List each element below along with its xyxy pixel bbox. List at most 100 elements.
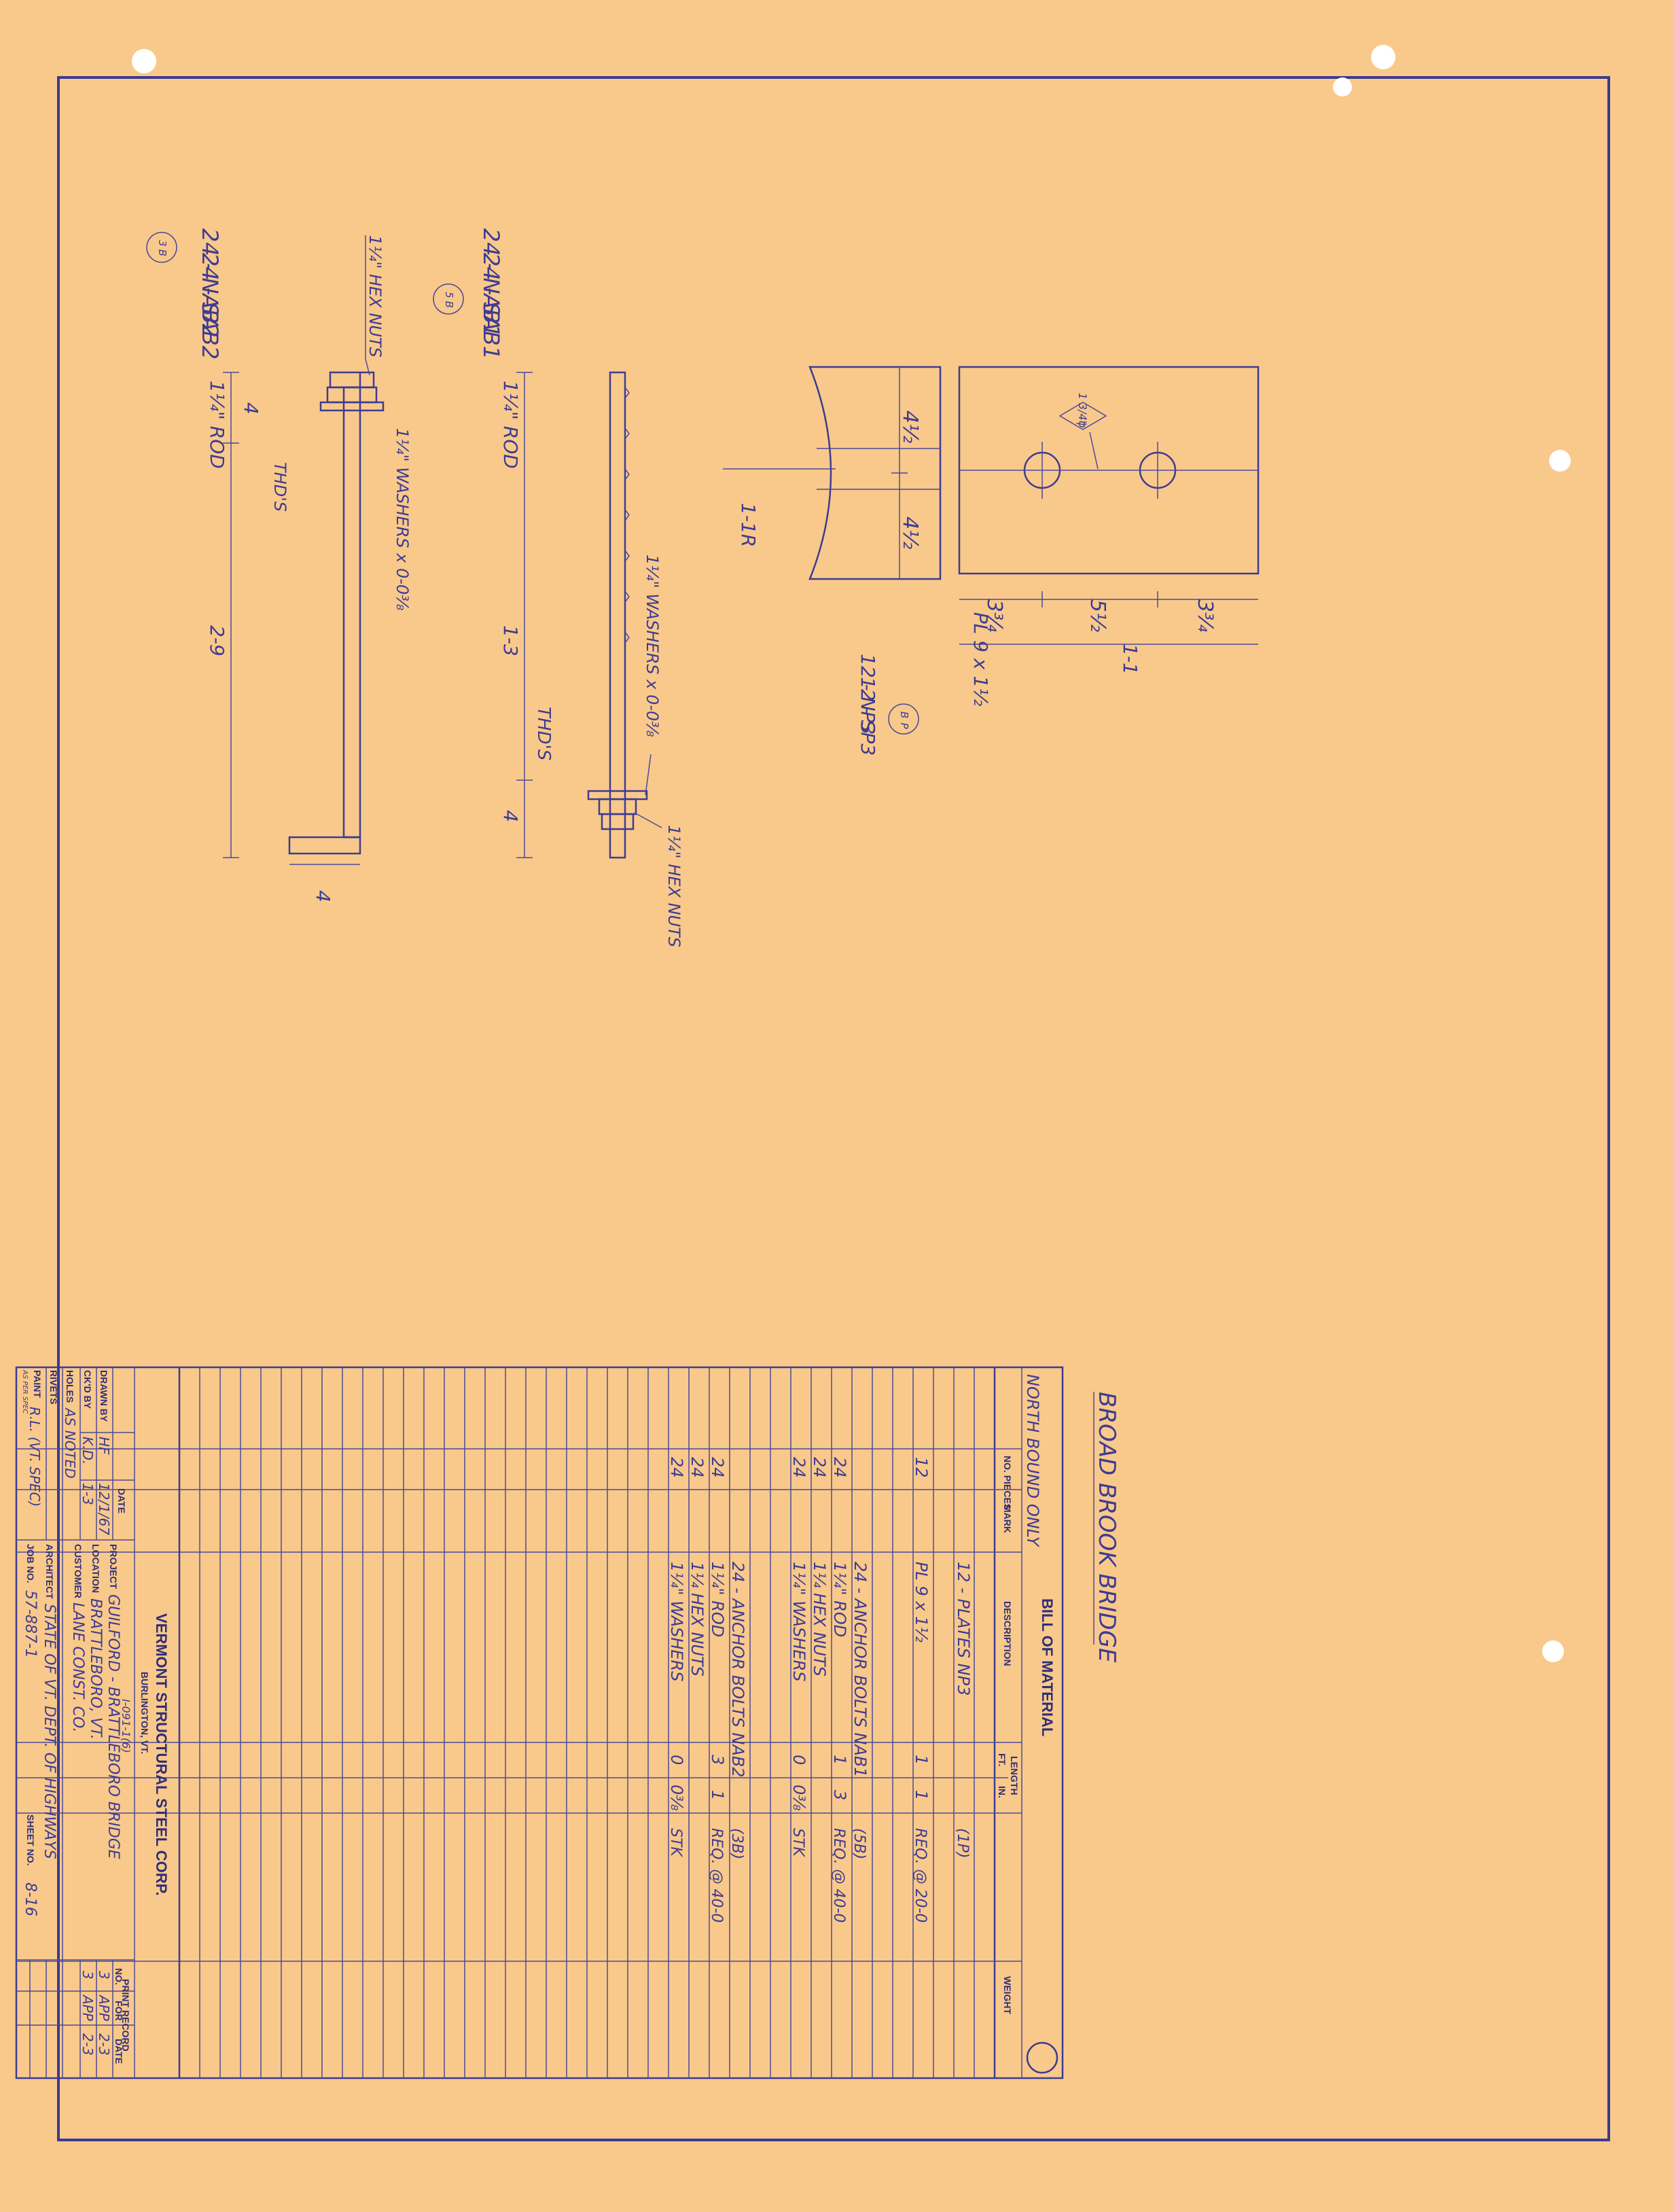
print-record-no: 3 [96,1971,112,1980]
paint-label: PAINT [32,1370,43,1398]
tape-mark [1333,77,1352,96]
bom-desc: 24 - ANCHOR BOLTS NAB1 [851,1562,870,1778]
bom-note: REQ. @ 40-0 [830,1828,847,1923]
plate-dim-hole-spacing: 5½ [1086,599,1109,632]
ckd-by-label: CK'D BY [82,1370,93,1409]
project-note-text: BROAD BROOK BRIDGE [1093,1392,1120,1663]
hooked-bolt-length: 2-9 [206,625,228,656]
plate-dim-height-bottom: 4½ [898,516,922,549]
hooked-bolt-detail-ref-letter: B [156,249,168,256]
hooked-bolt-hook: 4 [312,890,334,902]
bom-row: 24 1¼" WASHERS 0 0⅜ STK [789,1457,808,1857]
bom-header-ft: FT. [997,1753,1008,1766]
punch-hole [1542,1640,1564,1662]
print-record-date: 2-3 [79,2033,96,2056]
bom-subtitle: NORTH BOUND ONLY [1023,1374,1042,1548]
rod-deformations [624,387,630,644]
bom-row: 24 1¼" ROD 1 3 REQ. @ 40-0 [830,1457,849,1923]
hooked-bolt-washer-label: 1¼" WASHERS x 0-0⅜ [393,428,412,610]
bom-note: STK [789,1828,806,1857]
bom-in: 0⅜ [667,1785,686,1811]
bom-header-weight: WEIGHT [1002,1976,1013,2014]
plate-mark-south: 12 - SP3 [857,677,879,756]
hooked-bolt-detail-ref-num: 3 [156,240,168,247]
project: GUILFORD - BRATTLEBORO BRIDGE [105,1594,122,1859]
bom-desc: 1¼" ROD [830,1562,849,1637]
bom-row: 24 - ANCHOR BOLTS NAB1 (5B) [851,1562,870,1859]
bom-note: REQ. @ 40-0 [708,1828,725,1923]
bom-no: 24 [688,1457,707,1478]
bom-desc: 24 - ANCHOR BOLTS NAB2 [728,1562,747,1778]
punch-hole [1549,450,1571,472]
sheet-number: 8-16 [22,1882,39,1916]
bom-desc: PL 9 x 1½ [912,1562,931,1643]
customer-label: CUSTOMER [73,1544,84,1598]
print-record: PRINT RECORD NO. FOR DATE 3 APP 2-3 3 AP… [16,1960,135,2078]
hooked-anchor-bolt-detail: 4 1¼" ROD 2-9 4 THD'S 1¼" WASHERS x 0-0⅜… [146,228,412,902]
print-record-no-label: NO. [113,1968,124,1985]
ckd-by: K.D. [79,1437,96,1464]
paint: R.L. (VT. SPEC) [26,1407,43,1507]
bom-in: 1 [912,1790,931,1800]
bom-ft: 1 [912,1755,931,1765]
bolt-washer [587,790,648,801]
project-note: BROAD BROOK BRIDGE [1093,1392,1120,1663]
straight-bolt-rod: 1¼" ROD [499,381,522,469]
plate-detail-ref-num: P [898,722,910,729]
rivets-label: RIVETS [48,1370,59,1405]
nut-leader [365,358,370,376]
bom-no: 24 [667,1457,686,1478]
hole-note-line2: φ [1076,421,1089,428]
bom-note: (5B) [851,1828,868,1859]
hooked-bolt-thread-length: 4 [240,402,262,415]
tape-mark [1371,45,1395,69]
nut-leader [634,812,662,828]
print-record-date-label: DATE [113,2039,124,2064]
bom-in: 3 [830,1790,849,1800]
plate-size: PL 9 x 1½ [969,612,992,707]
section-callout: 1-1R [737,503,760,547]
bom-in: 1 [708,1790,727,1800]
paint-small: AS PER SPEC [21,1369,29,1414]
drawn-date: 12/1/67 [96,1483,112,1535]
location: BRATTLEBORO, VT. [87,1598,104,1740]
bom-row: 24 1¼ HEX NUTS [810,1457,829,1676]
bolt-hex-nut [601,813,635,830]
bom-header-length: LENGTH [1009,1756,1020,1795]
hooked-bolt-washer [319,401,385,412]
project-label: PROJECT [108,1544,119,1590]
bom-row: 24 1¼" ROD 3 1 REQ. @ 40-0 [708,1457,727,1923]
bom-no: 24 [830,1457,849,1478]
bolt-hook [288,836,361,855]
print-record-for: APP [96,1994,112,2022]
hole-note-diamond [1058,402,1107,430]
revision-circle [1026,2041,1058,2074]
drawn-by-label: DRAWN BY [99,1370,109,1422]
bom-no: 24 [708,1457,727,1478]
bom-ft: 1 [830,1755,849,1765]
straight-anchor-bolt-detail: 1¼" ROD 1-3 4 THD'S 1¼" WASHERS x 0-0⅜ 1… [433,228,683,947]
hooked-bolt-nuts: 1¼" HEX NUTS [366,235,385,357]
bom-desc: 1¼" ROD [708,1562,727,1637]
bom-desc: 1¼ HEX NUTS [688,1562,707,1676]
hooked-bolt-hex-nut [326,386,378,404]
straight-bolt-mark-south: 24 - SAB1 [478,253,504,359]
date-label: DATE [116,1488,127,1513]
plate-length: 1-1 [1119,644,1141,675]
bill-of-material: BILL OF MATERIAL NORTH BOUND ONLY NO. PI… [15,1366,1064,2079]
bom-ft: 0 [789,1755,808,1765]
straight-bolt-thread-length: 4 [499,810,522,822]
bom-row: 12 - PLATES NP3 (1P) [954,1562,973,1858]
plate-detail: 1 3/4" φ 1-1R 4½ 4½ 3¾ 5½ [723,366,1260,756]
bom-no: 24 [810,1457,829,1478]
plate-detail-ref [888,703,919,735]
bom-title: BILL OF MATERIAL [1039,1598,1056,1736]
plate-dim-left-edge: 3¾ [982,599,1006,632]
print-record-title: PRINT RECORD [120,1979,131,2052]
holes-label: HOLES [65,1370,75,1403]
bom-row: 24 1¼" WASHERS 0 0⅜ STK [667,1457,686,1857]
plate-dim-height-top: 4½ [898,410,922,443]
straight-bolt-detail-ref [433,283,464,315]
bom-note: STK [667,1828,684,1857]
